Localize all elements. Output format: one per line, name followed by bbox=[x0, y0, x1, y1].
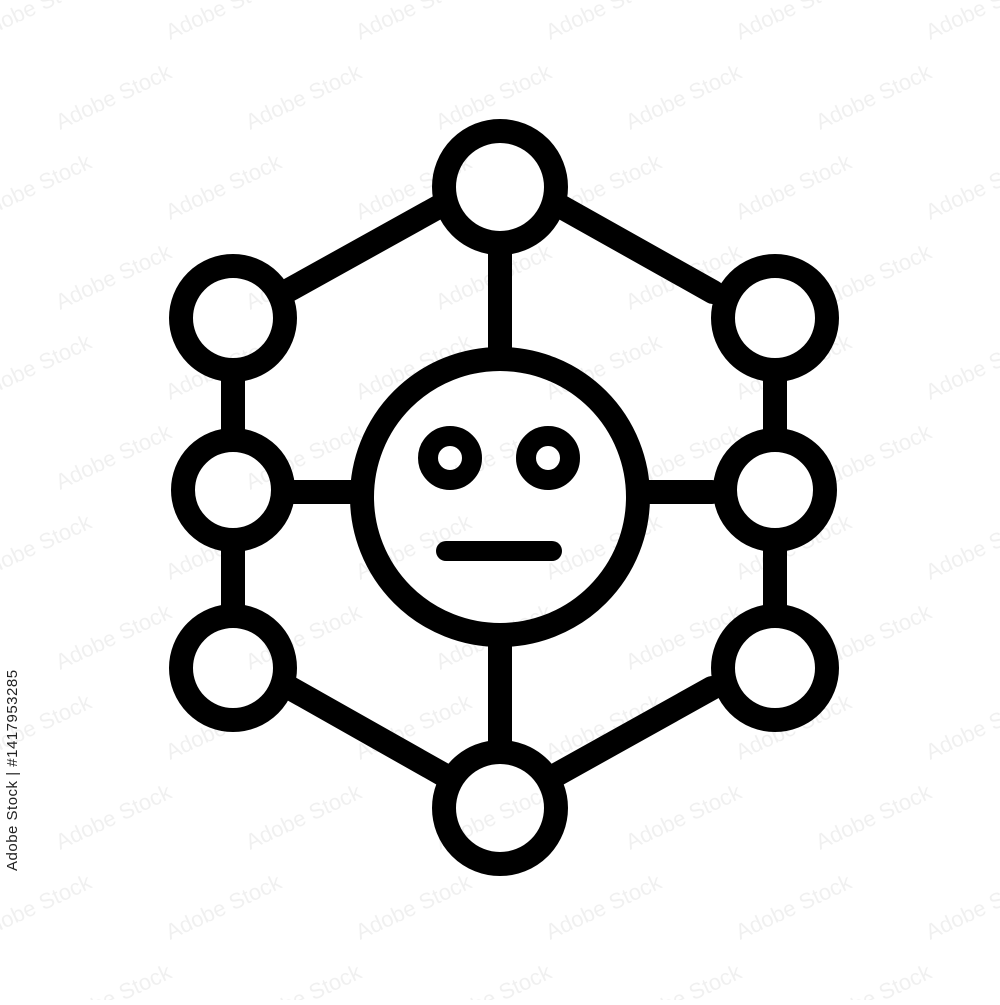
watermark-text: Adobe Stock bbox=[352, 0, 477, 45]
watermark-text: Adobe Stock bbox=[922, 329, 1000, 405]
network-node bbox=[432, 740, 568, 876]
watermark-text: Adobe Stock bbox=[52, 59, 177, 135]
watermark-text: Adobe Stock bbox=[52, 779, 177, 855]
network-node bbox=[711, 254, 839, 382]
watermark-text: Adobe Stock bbox=[432, 959, 557, 1000]
watermark-text: Adobe Stock bbox=[52, 959, 177, 1000]
network-node bbox=[713, 428, 837, 552]
connector-line bbox=[277, 193, 454, 302]
connector-line bbox=[278, 676, 456, 787]
watermark-text: Adobe Stock bbox=[0, 509, 96, 585]
watermark-text: Adobe Stock bbox=[162, 0, 287, 45]
watermark-text: Adobe Stock bbox=[242, 779, 367, 855]
watermark-text: Adobe Stock bbox=[922, 869, 1000, 945]
watermark-text: Adobe Stock bbox=[732, 149, 857, 225]
watermark-text: Adobe Stock bbox=[922, 689, 1000, 765]
stock-id-label: Adobe Stock | #1417953285 bbox=[4, 669, 21, 871]
watermark-text: Adobe Stock bbox=[922, 149, 1000, 225]
connector-line bbox=[544, 676, 724, 787]
watermark-text: Adobe Stock bbox=[0, 0, 96, 45]
watermark-text: Adobe Stock bbox=[922, 509, 1000, 585]
face-eye-right bbox=[516, 426, 580, 490]
watermark-text: Adobe Stock bbox=[812, 959, 937, 1000]
watermark-text: Adobe Stock bbox=[812, 59, 937, 135]
watermark-text: Adobe Stock bbox=[352, 869, 477, 945]
network-node bbox=[169, 604, 297, 732]
network-node bbox=[711, 604, 839, 732]
watermark-text: Adobe Stock bbox=[52, 599, 177, 675]
connector-line bbox=[546, 193, 725, 304]
watermark-text: Adobe Stock bbox=[922, 0, 1000, 45]
watermark-text: Adobe Stock bbox=[622, 59, 747, 135]
network-node bbox=[171, 428, 295, 552]
watermark-text: Adobe Stock bbox=[812, 779, 937, 855]
watermark-text: Adobe Stock bbox=[732, 869, 857, 945]
watermark-text: Adobe Stock bbox=[622, 959, 747, 1000]
watermark-text: Adobe Stock bbox=[162, 149, 287, 225]
watermark-text: Adobe Stock bbox=[0, 869, 96, 945]
watermark-text: Adobe Stock bbox=[0, 149, 96, 225]
watermark-text: Adobe Stock bbox=[52, 419, 177, 495]
watermark-text: Adobe Stock bbox=[542, 869, 667, 945]
watermark-text: Adobe Stock bbox=[242, 959, 367, 1000]
face-eye-left bbox=[418, 426, 482, 490]
watermark-text: Adobe Stock bbox=[0, 329, 96, 405]
watermark-text: Adobe Stock bbox=[162, 869, 287, 945]
watermark-text: Adobe Stock bbox=[622, 779, 747, 855]
watermark-text: Adobe Stock bbox=[52, 239, 177, 315]
watermark-text: Adobe Stock bbox=[732, 0, 857, 45]
watermark-text: Adobe Stock bbox=[542, 0, 667, 45]
watermark-text: Adobe Stock bbox=[242, 59, 367, 135]
face-circle bbox=[350, 347, 650, 647]
network-node bbox=[432, 119, 568, 255]
network-node bbox=[169, 254, 297, 382]
